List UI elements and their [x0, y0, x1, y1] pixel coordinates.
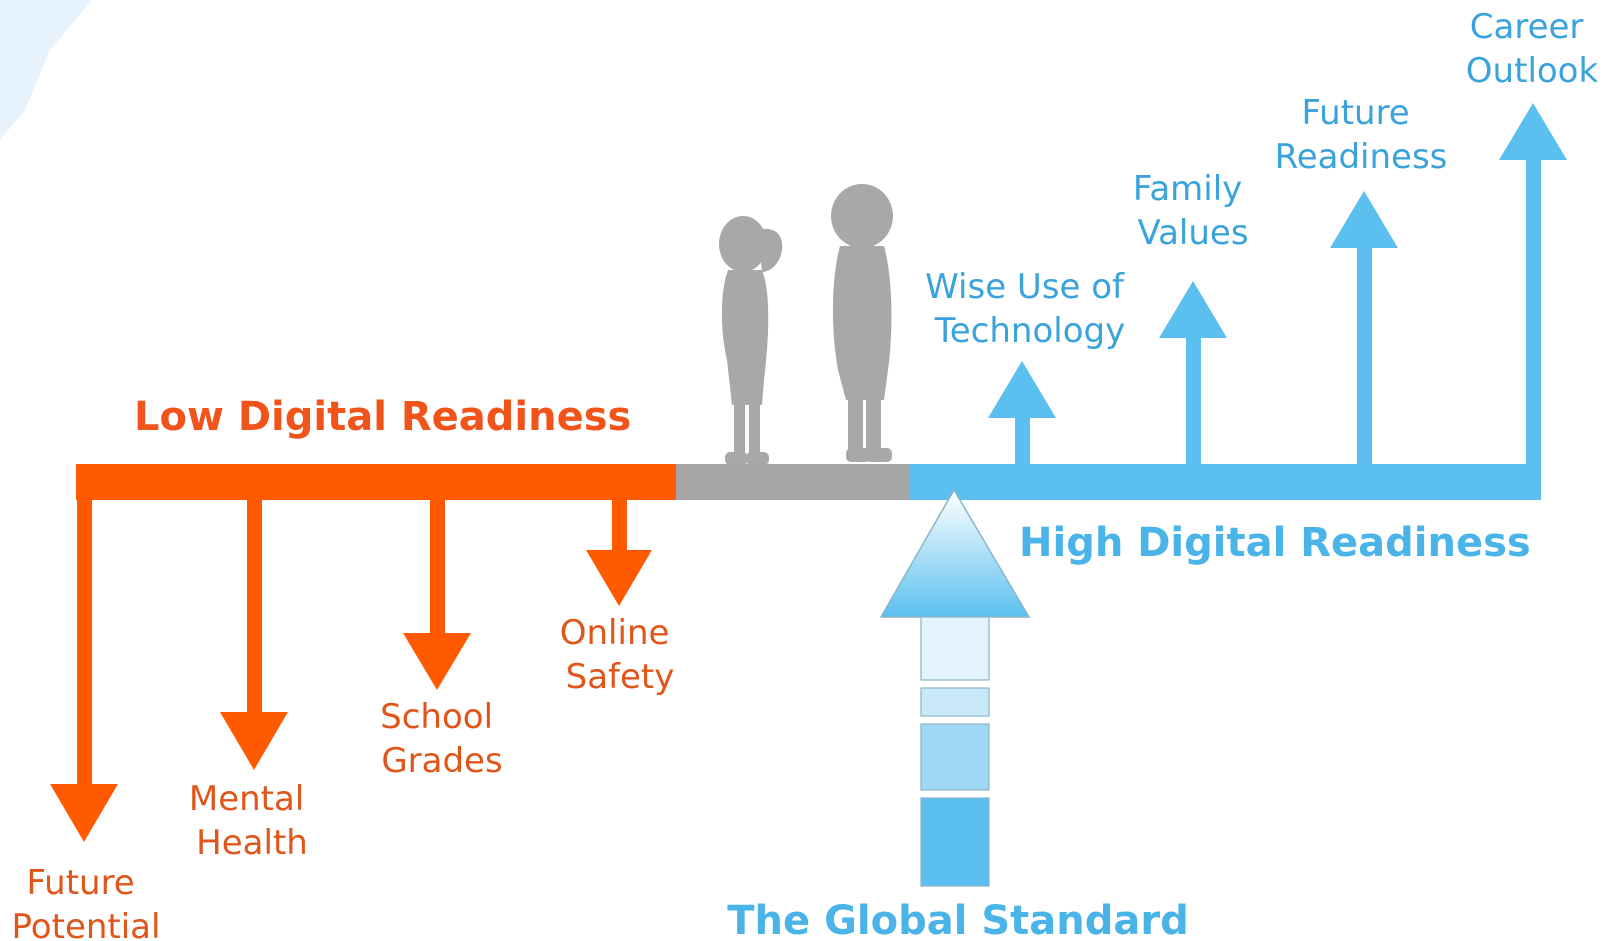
global-standard-arrow [879, 488, 1031, 887]
corner-decoration [0, 0, 92, 140]
label-online-safety: Online Safety [560, 613, 680, 697]
label-school-grades: School Grades [380, 697, 504, 781]
boy-silhouette [831, 184, 893, 462]
label-future-potential: Future Potential [12, 863, 161, 941]
arrow-down-school-grades [403, 496, 471, 690]
bar-high-segment [910, 464, 1541, 500]
arrow-down-online-safety [586, 496, 652, 606]
label-family-values: Family Values [1133, 169, 1253, 253]
bar-low-segment [76, 464, 676, 500]
arrow-up-family-values [1159, 281, 1227, 466]
label-wise-use-of-technology: Wise Use of Technology [925, 267, 1135, 351]
label-career-outlook: Career Outlook [1466, 7, 1599, 91]
high-readiness-heading: High Digital Readiness [1019, 520, 1531, 566]
label-mental-health: Mental Health [189, 779, 315, 863]
arrow-down-mental-health [220, 496, 288, 770]
bar-neutral-segment [676, 464, 910, 500]
label-future-readiness: Future Readiness [1275, 93, 1448, 177]
global-standard-label: The Global Standard [727, 898, 1188, 941]
arrow-down-future-potential [50, 496, 118, 842]
arrow-up-wise-use-of-technology [988, 361, 1056, 466]
arrow-up-career-outlook [1499, 103, 1567, 496]
arrow-up-future-readiness [1330, 191, 1398, 466]
low-readiness-heading: Low Digital Readiness [134, 394, 631, 440]
girl-silhouette [719, 216, 783, 465]
